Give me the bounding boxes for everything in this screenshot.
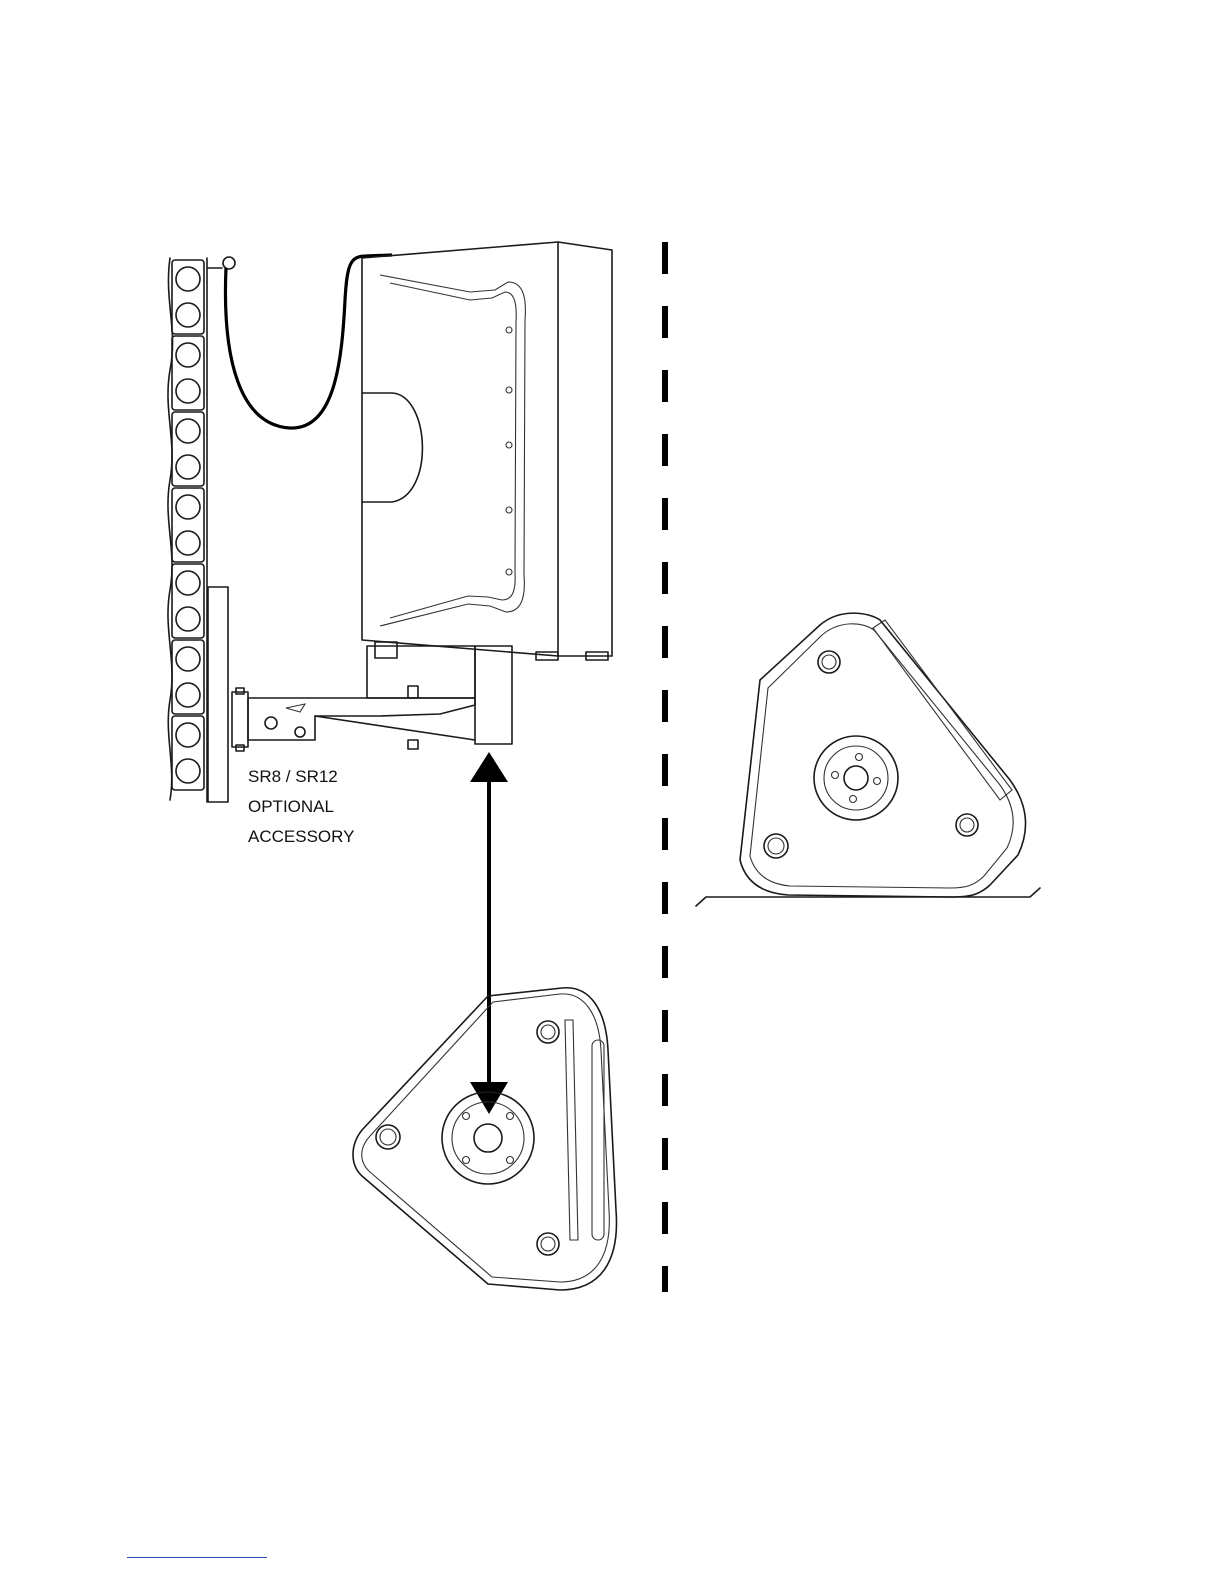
wall-with-blocks (168, 258, 207, 802)
wall-bracket (232, 646, 512, 751)
accessory-model-text: SR8 / SR12 (248, 762, 354, 792)
safety-cable (225, 255, 392, 428)
wall-block-hole (176, 495, 200, 519)
wall-block-hole (176, 267, 200, 291)
wall-block (172, 716, 204, 790)
wall-block-hole (176, 683, 200, 707)
wall-block-hole (176, 303, 200, 327)
wall-block-hole (176, 419, 200, 443)
wall-block-hole (176, 531, 200, 555)
wall-block (172, 640, 204, 714)
accessory-label: SR8 / SR12 OPTIONAL ACCESSORY (248, 762, 354, 852)
wall-block-hole (176, 759, 200, 783)
wall-block (172, 336, 204, 410)
wall-block (172, 260, 204, 334)
wall-block-hole (176, 343, 200, 367)
wall-block-hole (176, 723, 200, 747)
speaker-bottom-view (353, 988, 617, 1290)
accessory-word-text: ACCESSORY (248, 822, 354, 852)
wall-block (172, 488, 204, 562)
floor-monitor-view (696, 613, 1040, 906)
accessory-optional-text: OPTIONAL (248, 792, 354, 822)
speaker-side-view (362, 242, 612, 660)
footer-rule (127, 1557, 267, 1558)
mount-alignment-arrow (470, 752, 508, 1114)
wall-block (172, 412, 204, 486)
wall-block-hole (176, 647, 200, 671)
wall-mount-plate (208, 587, 228, 802)
wall-block (172, 564, 204, 638)
wall-block-hole (176, 379, 200, 403)
wall-block-hole (176, 455, 200, 479)
wall-block-hole (176, 571, 200, 595)
safety-hook (208, 257, 235, 269)
wall-block-hole (176, 607, 200, 631)
